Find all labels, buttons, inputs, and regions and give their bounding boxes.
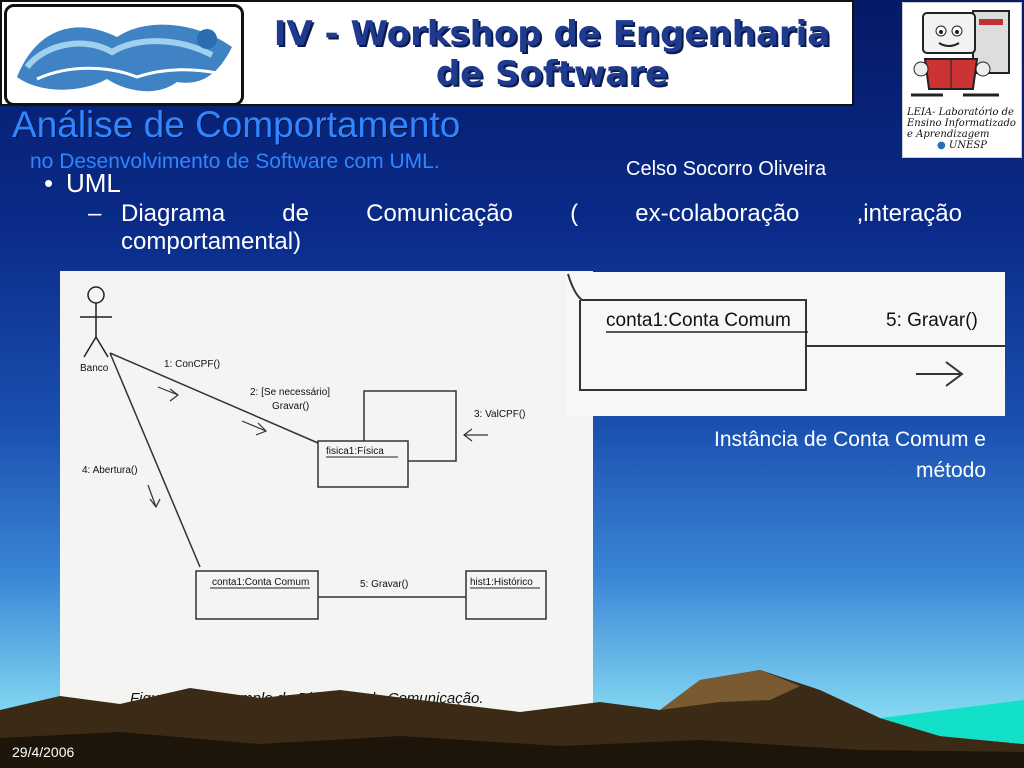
bullet-uml: • UML [44,168,121,199]
workshop-logo-graphic [17,24,232,92]
author-name: Celso Socorro Oliveira [626,158,827,180]
message-2b: Gravar() [272,401,309,412]
lab-logo: LEIA- Laboratório de Ensino Informatizad… [902,2,1022,158]
sub-bullet: – Diagrama de Comunicação ( ex-colaboraç… [88,200,962,256]
zoomed-object: conta1:Conta Comum 5: Gravar() [567,273,1005,391]
lab-logo-unesp: UNESP [948,140,987,151]
lab-logo-line4: ● UNESP [907,140,1019,151]
object-fisica1-label: fisica1:Física [326,446,384,457]
slide-date: 29/4/2006 [12,744,75,760]
actor-label: Banco [80,363,109,374]
zoom-object-label: conta1:Conta Comum [606,310,791,331]
lab-logo-line1: LEIA- Laboratório de [907,107,1014,118]
caption-line2: método [915,459,986,482]
message-4: 4: Abertura() [82,465,138,476]
message-3: 3: ValCPF() [474,409,526,420]
lab-logo-text: LEIA- Laboratório de Ensino Informatizad… [907,107,1019,151]
mountain-landscape [0,670,1024,768]
arrow-right-icon [916,361,964,387]
communication-diagram-image: Banco fisica1:Física conta1:Conta Comum … [60,271,593,720]
zoomed-object-image: conta1:Conta Comum 5: Gravar() [566,272,1005,416]
message-2a: 2: [Se necessário] [250,387,330,398]
message-1: 1: ConCPF() [164,359,220,370]
caption-line1: Instância de Conta Comum e [714,428,986,451]
bullet-text: UML [66,168,121,198]
arrow-left-icon [463,428,488,442]
globe-icon: ● [937,140,946,151]
banner-title-line2: de Software [435,54,669,94]
slide-title: Análise de Comportamento [12,104,461,145]
sub-bullet-line2: comportamental) [121,228,302,255]
computer-character-icon [911,10,1010,97]
sub-bullet-dash: – [88,200,102,227]
lab-logo-line3: e Aprendizagem [907,129,990,140]
workshop-logo [4,4,244,106]
arrow-icon [157,386,179,402]
slide-subtitle: no Desenvolvimento de Software com UML. [30,150,440,173]
object-conta1 [195,570,319,620]
banner-title: IV - Workshop de Engenharia de Software [252,6,852,102]
header-banner: IV - Workshop de Engenharia de Software [0,0,854,106]
arrow-icon [241,420,268,436]
arrow-down-icon [147,484,161,509]
message-5: 5: Gravar() [360,579,408,590]
sub-bullet-line1: Diagrama de Comunicação ( ex-colaboração… [121,200,962,227]
actor-head-icon [87,286,105,304]
object-hist1 [465,570,547,620]
object-conta1-label: conta1:Conta Comum [212,577,309,588]
bullet-dot-icon: • [44,168,54,198]
image-caption: Instância de Conta Comum e método [620,424,986,486]
object-hist1-label: hist1:Histórico [470,577,533,588]
zoom-message-label: 5: Gravar() [886,310,978,331]
banner-title-line1: IV - Workshop de Engenharia [273,14,831,54]
lab-logo-line2: Ensino Informatizado [907,118,1016,129]
object-fisica1 [317,440,409,488]
